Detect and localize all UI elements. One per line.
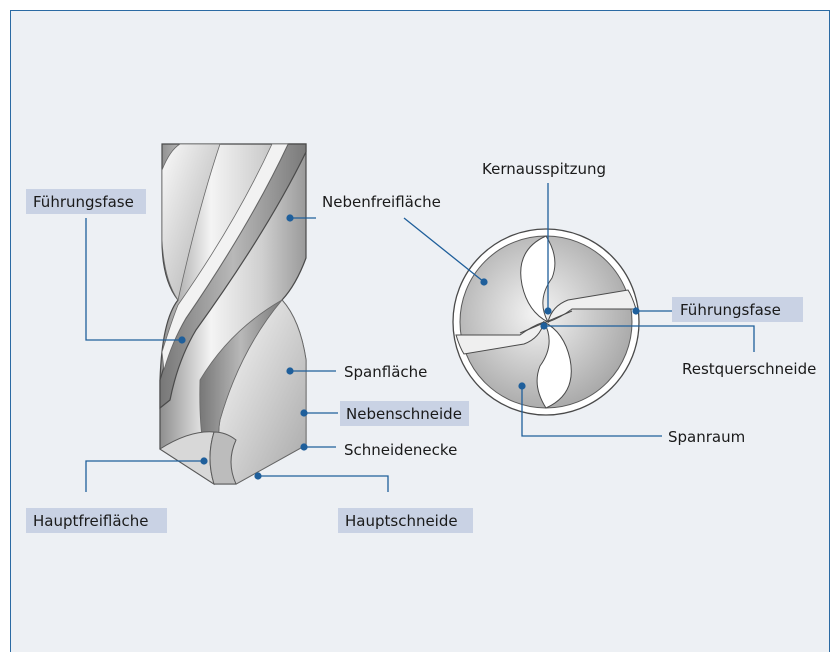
label-nebenfreiflaeche: Nebenfreifläche: [322, 193, 441, 211]
label-spanraum: Spanraum: [668, 428, 745, 446]
label-spanflaeche: Spanfläche: [344, 363, 427, 381]
drill-end-view: [452, 228, 640, 416]
labels: Führungsfase Nebenfreifläche Spanfläche …: [26, 160, 816, 533]
label-restquerschneide: Restquerschneide: [682, 360, 816, 378]
diagram-frame: [10, 10, 830, 652]
label-highlight: [672, 297, 803, 322]
drill-side-view: [159, 143, 307, 486]
label-fuehrungsfase-right: Führungsfase: [680, 301, 781, 319]
label-highlight: [26, 189, 146, 214]
label-hauptfreiflaeche: Hauptfreifläche: [33, 512, 149, 530]
label-highlight: [338, 508, 473, 533]
label-fuehrungsfase-left: Führungsfase: [33, 193, 134, 211]
label-kernausspitzung: Kernausspitzung: [482, 160, 606, 178]
leader-lines: [85, 183, 755, 492]
label-hauptschneide: Hauptschneide: [345, 512, 458, 530]
label-schneidenecke: Schneidenecke: [344, 441, 457, 459]
label-highlight: [340, 401, 469, 426]
label-highlight: [26, 508, 167, 533]
label-nebenschneide: Nebenschneide: [346, 405, 462, 423]
